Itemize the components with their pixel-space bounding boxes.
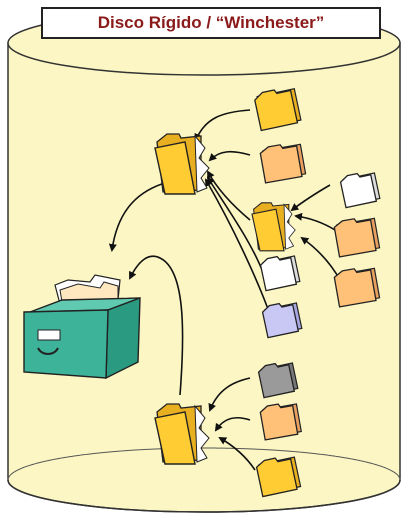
curved-arrow-icon bbox=[290, 184, 331, 212]
folder-icon bbox=[255, 456, 302, 498]
arrows bbox=[108, 109, 341, 471]
curved-arrow-icon bbox=[208, 377, 251, 412]
curved-arrow-icon bbox=[294, 212, 336, 231]
open-folder-icon bbox=[154, 133, 210, 195]
folder-icon bbox=[259, 403, 302, 441]
open-folder-icon bbox=[251, 202, 296, 252]
folder-icon bbox=[257, 362, 299, 399]
folder-icon bbox=[254, 88, 302, 132]
curved-arrow-icon bbox=[108, 181, 169, 252]
file-cabinet-icon bbox=[23, 274, 141, 380]
folder-icon bbox=[339, 172, 381, 209]
curved-arrow-icon bbox=[214, 416, 251, 432]
curved-arrow-icon bbox=[204, 178, 273, 321]
folder-icon bbox=[333, 217, 381, 258]
curved-arrow-icon bbox=[208, 150, 251, 162]
curved-arrow-icon bbox=[206, 176, 263, 271]
cylinder-bottom-front bbox=[7, 479, 401, 513]
open-folder-icon bbox=[154, 403, 210, 465]
open-folders bbox=[154, 133, 296, 465]
closed-folders bbox=[254, 88, 381, 498]
folder-icon bbox=[261, 302, 303, 339]
diagram-title: Disco Rígido / “Winchester” bbox=[41, 7, 381, 39]
cylinder-bottom-back bbox=[7, 447, 401, 481]
curved-arrow-icon bbox=[129, 255, 184, 396]
curved-arrow-icon bbox=[218, 436, 256, 471]
folder-icon bbox=[333, 267, 381, 308]
folder-icon bbox=[259, 143, 307, 184]
curved-arrow-icon bbox=[194, 109, 251, 142]
folder-icon bbox=[259, 255, 301, 292]
